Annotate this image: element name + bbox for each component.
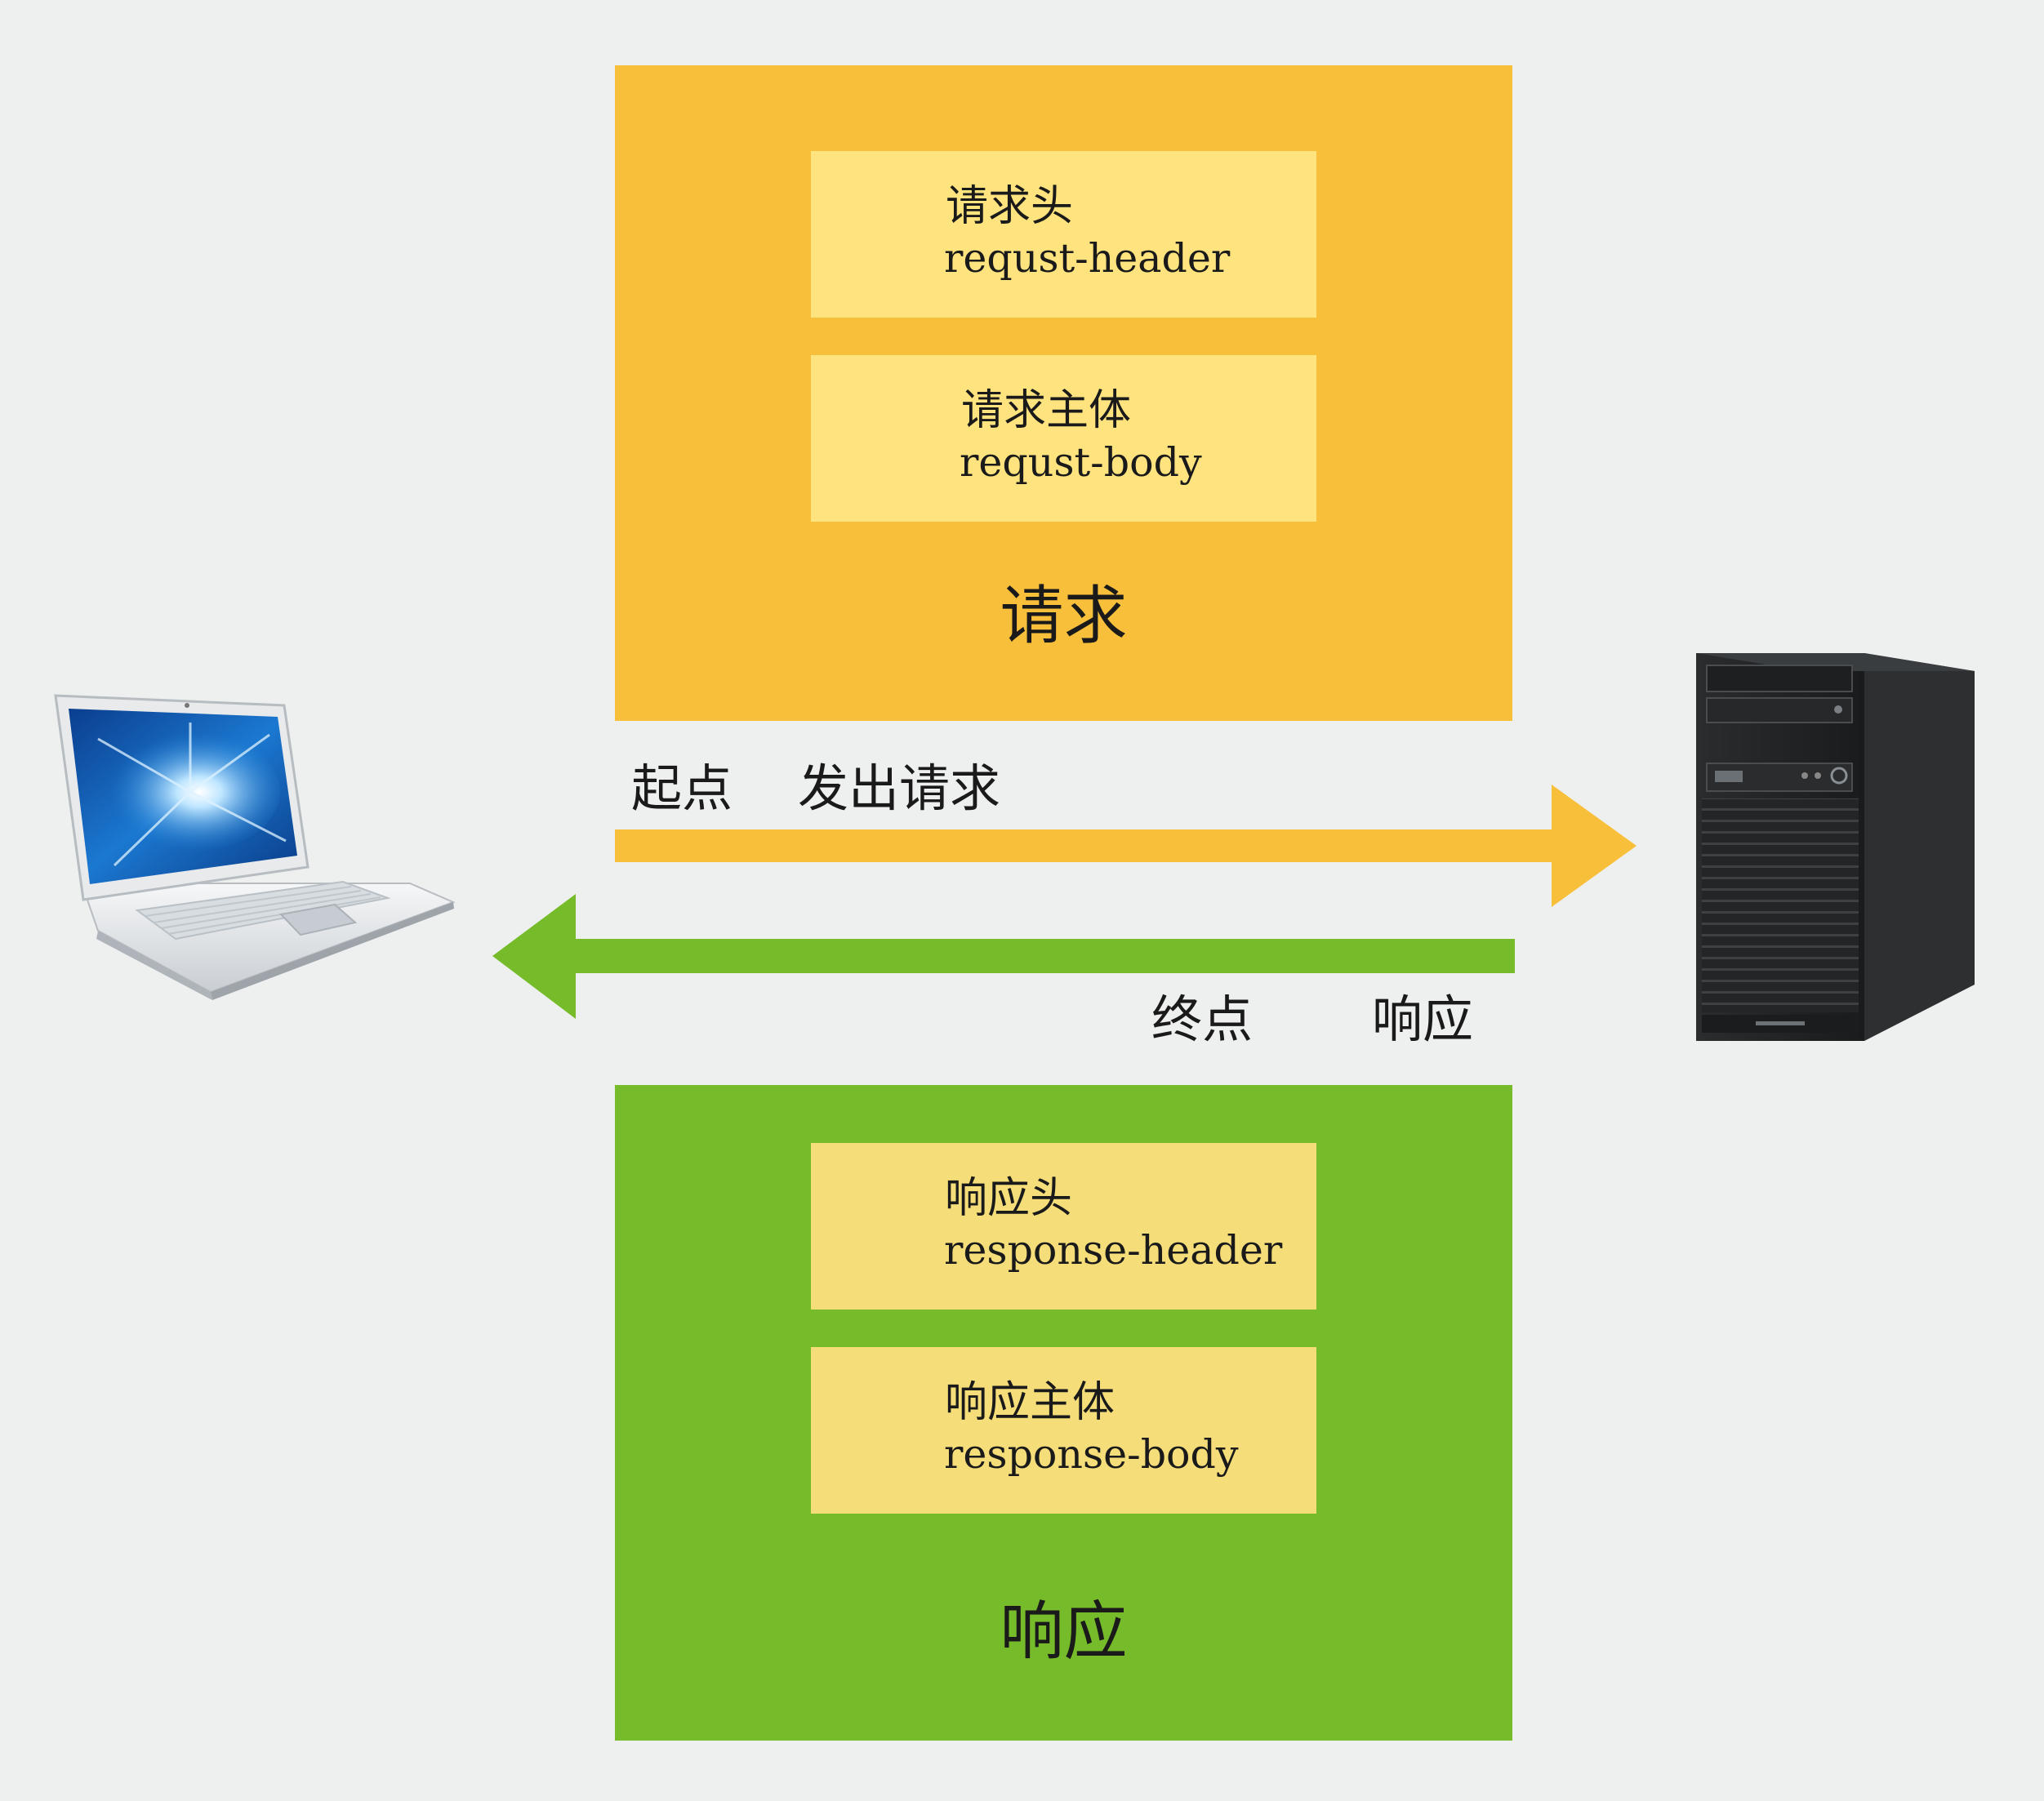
request-arrow — [615, 785, 1637, 907]
laptop-icon — [54, 694, 456, 1000]
request-header-en: requst-header — [944, 235, 1231, 282]
response-panel: 响应头 response-header 响应主体 response-body 响… — [615, 1085, 1512, 1741]
response-arrow — [492, 894, 1515, 1019]
request-body-en: requst-body — [960, 439, 1202, 486]
request-body-cn: 请求主体 — [961, 386, 1132, 435]
response-title: 响应 — [1000, 1595, 1128, 1669]
response-header-en: response-header — [944, 1227, 1283, 1274]
request-header-cn: 请求头 — [946, 182, 1074, 231]
end-label: 终点 — [1151, 989, 1254, 1049]
request-header-box: 请求头 requst-header — [811, 151, 1316, 318]
response-body-cn: 响应主体 — [945, 1378, 1116, 1427]
response-label: 响应 — [1372, 989, 1474, 1049]
response-body-en: response-body — [944, 1431, 1239, 1478]
response-body-box: 响应主体 response-body — [811, 1347, 1316, 1514]
request-panel: 请求头 requst-header 请求主体 requst-body 请求 — [615, 65, 1512, 721]
request-title: 请求 — [1000, 580, 1128, 653]
response-header-box: 响应头 response-header — [811, 1143, 1316, 1310]
send-request-label: 发出请求 — [798, 758, 1001, 818]
response-header-cn: 响应头 — [945, 1174, 1073, 1223]
request-body-box: 请求主体 requst-body — [811, 355, 1316, 522]
start-label: 起点 — [631, 758, 733, 818]
server-tower-icon — [1696, 653, 1975, 1041]
